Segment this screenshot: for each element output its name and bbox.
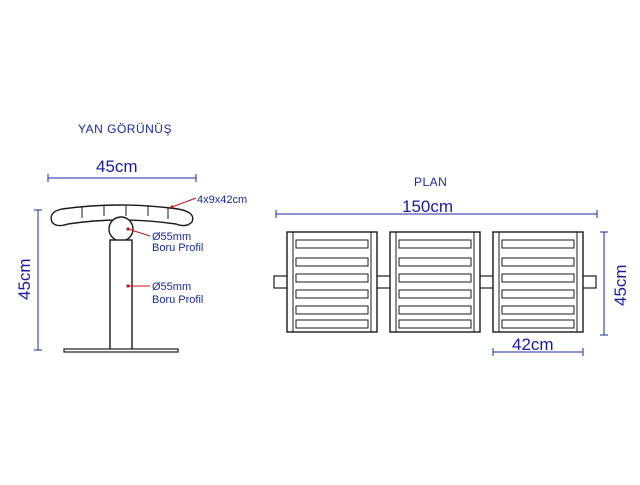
side-width-label: 45cm: [96, 157, 138, 176]
seat-profile: [50, 204, 194, 227]
module-slat: [398, 257, 472, 267]
module-slat: [295, 319, 369, 329]
module-slat: [295, 289, 369, 299]
seat-modules: [286, 231, 584, 333]
module-width-label: 42cm: [512, 335, 554, 354]
seat-module: [389, 231, 481, 333]
module-slat: [501, 257, 575, 267]
side-height-dimension: 45cm: [15, 209, 42, 351]
module-slat: [398, 305, 472, 315]
module-slat: [501, 239, 575, 249]
module-slat: [398, 239, 472, 249]
side-width-dimension: 45cm: [47, 157, 197, 182]
plan-view: PLAN 150cm 45cm 42cm: [273, 175, 630, 356]
module-width-dimension: 42cm: [492, 335, 584, 356]
plan-depth-label: 45cm: [611, 264, 630, 306]
pipe1-type-label: Boru Profil: [152, 242, 203, 254]
module-slat: [295, 239, 369, 249]
module-slat: [295, 257, 369, 267]
module-slat: [501, 319, 575, 329]
module-slat: [398, 319, 472, 329]
plan-title: PLAN: [414, 175, 447, 189]
module-slat: [398, 273, 472, 283]
pipe2-callout: Ø55mm Boru Profil: [126, 281, 203, 306]
seat-slats: [81, 205, 169, 219]
module-slat: [501, 273, 575, 283]
plan-length-dimension: 150cm: [275, 197, 598, 218]
pipe2-diameter-label: Ø55mm: [152, 281, 191, 293]
pipe1-diameter-label: Ø55mm: [152, 231, 191, 243]
side-height-label: 45cm: [15, 258, 34, 300]
module-slat: [398, 289, 472, 299]
module-slat: [295, 305, 369, 315]
seat-module: [286, 231, 378, 333]
module-slat: [501, 289, 575, 299]
plan-depth-dimension: 45cm: [600, 231, 630, 336]
slat-spec-callout: 4x9x42cm: [170, 194, 247, 209]
side-view-title: YAN GÖRÜNÜŞ: [78, 122, 172, 136]
plan-length-label: 150cm: [402, 197, 453, 216]
module-slat: [501, 305, 575, 315]
pipe2-type-label: Boru Profil: [152, 294, 203, 306]
base-plate: [63, 348, 179, 353]
module-slat: [295, 273, 369, 283]
pipe1-callout: Ø55mm Boru Profil: [126, 227, 203, 254]
slat-spec-label: 4x9x42cm: [197, 194, 247, 206]
seat-module: [492, 231, 584, 333]
support-post: [109, 239, 133, 351]
side-view: YAN GÖRÜNÜŞ 45cm 45cm: [15, 122, 247, 353]
